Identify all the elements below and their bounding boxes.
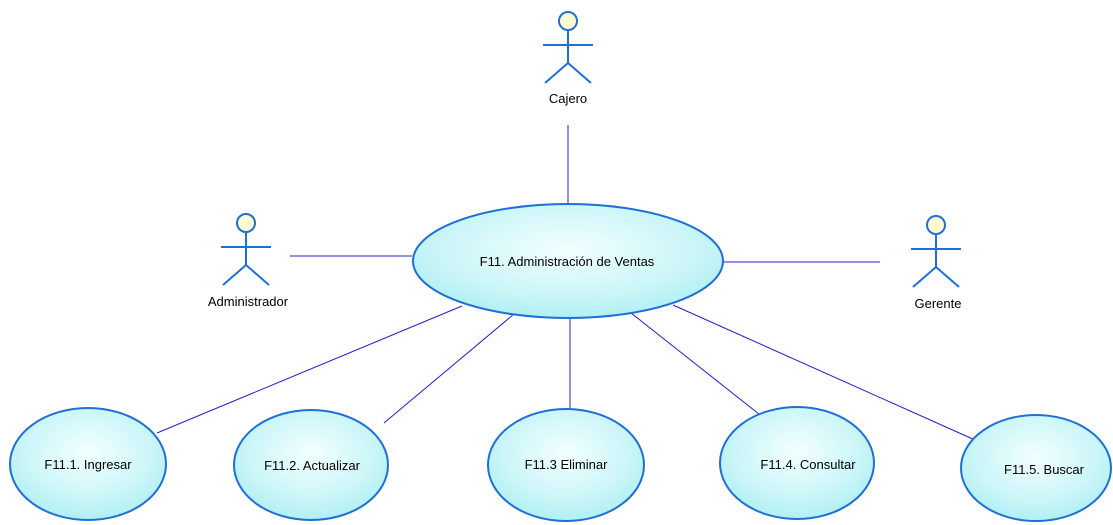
- use-case-ellipse: [412, 203, 724, 319]
- actor-administrador[interactable]: Administrador: [208, 213, 289, 309]
- stick-figure-icon: [911, 215, 961, 288]
- actor-label: Administrador: [208, 294, 289, 309]
- use-case-label: F11.2. Actualizar: [264, 458, 361, 473]
- use-case-label: F11.3 Eliminar: [525, 457, 609, 472]
- actor-gerente[interactable]: Gerente: [911, 215, 962, 311]
- stick-figure-icon: [221, 213, 271, 286]
- use-case-f11-4[interactable]: F11.4. Consultar: [719, 406, 875, 520]
- use-case-label: F11.5. Buscar: [1004, 462, 1085, 477]
- use-case-ellipse: [960, 414, 1112, 522]
- actor-label: Gerente: [915, 296, 962, 311]
- associations: [156, 125, 976, 441]
- use-case-label: F11.1. Ingresar: [44, 457, 132, 472]
- use-case-f11-5[interactable]: F11.5. Buscar: [960, 414, 1112, 522]
- use-case-ellipse: [719, 406, 875, 520]
- association-f11-f11-1[interactable]: [156, 305, 463, 434]
- use-case-ellipse: [233, 409, 389, 521]
- use-case-f11-3[interactable]: F11.3 Eliminar: [487, 408, 645, 522]
- association-f11-f11-5[interactable]: [672, 304, 976, 441]
- actor-label: Cajero: [549, 91, 587, 106]
- actor-cajero[interactable]: Cajero: [543, 11, 593, 106]
- stick-figure-icon: [543, 11, 593, 84]
- association-f11-f11-4[interactable]: [630, 312, 765, 419]
- use-case-f11-1[interactable]: F11.1. Ingresar: [9, 407, 167, 521]
- use-case-label: F11. Administración de Ventas: [480, 254, 655, 269]
- use-case-f11[interactable]: F11. Administración de Ventas: [412, 203, 724, 319]
- use-case-f11-2[interactable]: F11.2. Actualizar: [233, 409, 389, 521]
- use-case-label: F11.4. Consultar: [760, 457, 856, 472]
- association-f11-f11-2[interactable]: [383, 313, 515, 424]
- use-case-ellipse: [487, 408, 645, 522]
- use-case-ellipse: [9, 407, 167, 521]
